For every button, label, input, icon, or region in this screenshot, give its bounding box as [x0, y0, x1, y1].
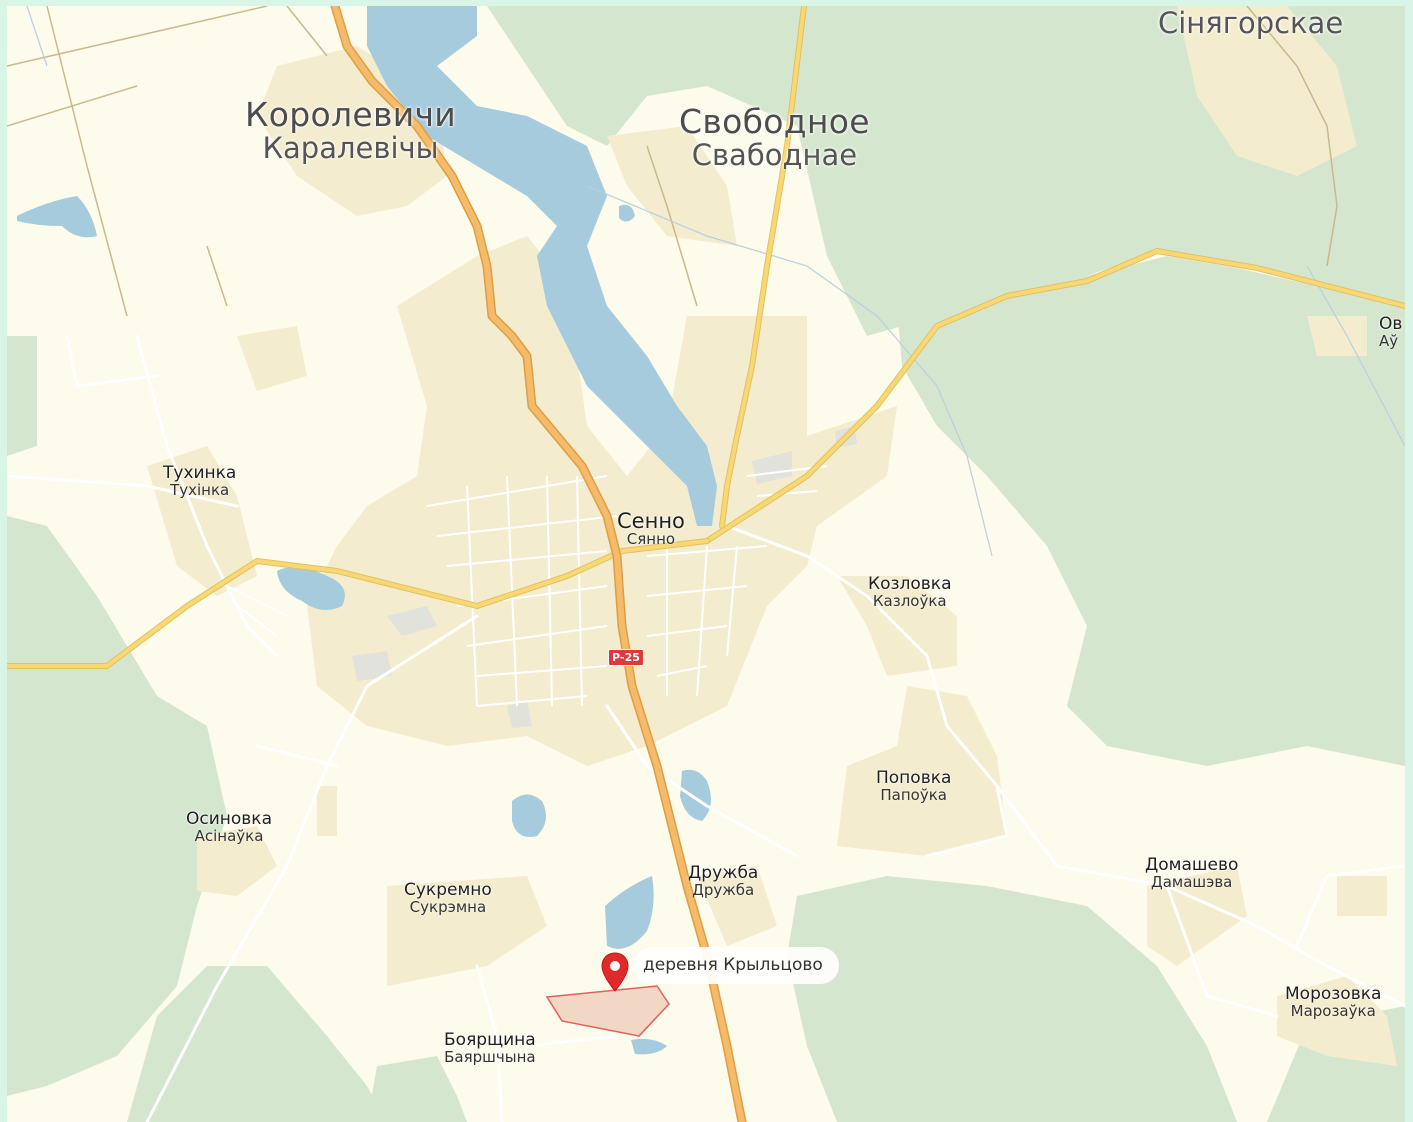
- minor-road-7: [525, 1034, 619, 1048]
- label-kozlovka: Козловка Казлоўка: [868, 574, 952, 610]
- forest-east: [897, 256, 1405, 766]
- domashevo-area: [1147, 866, 1247, 966]
- industrial-1: [387, 606, 437, 636]
- town-streets: [226, 465, 828, 707]
- minor-road-12: [1165, 884, 1279, 1018]
- field-patch-1: [237, 326, 307, 391]
- pond-south-1: [512, 794, 546, 837]
- field-patch-3: [1337, 876, 1387, 916]
- map-pin-icon[interactable]: [600, 952, 630, 992]
- pond-south-4: [631, 1038, 667, 1055]
- minor-road-10: [925, 784, 1009, 858]
- forest-south-center: [367, 1056, 467, 1122]
- label-popovka: Поповка Папоўка: [876, 768, 952, 804]
- blue-lines: [26, 6, 1405, 557]
- label-domashevo: Домашево Дамашэва: [1145, 855, 1239, 891]
- sukremno-area: [387, 876, 547, 986]
- label-svobodnoe: Свободное Свабоднае: [679, 102, 870, 172]
- minor-road-6: [475, 964, 504, 1122]
- tracks: [7, 6, 1338, 317]
- label-morozovka: Морозовка Марозаўка: [1285, 984, 1382, 1020]
- water-bodies: [17, 6, 717, 1055]
- road-shield-p25: Р-25: [608, 649, 644, 666]
- regional-roads: [7, 6, 1405, 669]
- label-sinyagorskae: Сінягорскае: [1158, 6, 1344, 40]
- label-boyarshchina: Боярщина Баяршчына: [444, 1030, 536, 1066]
- map-view[interactable]: Королевичи Каралевічы Свободное Свабодна…: [7, 6, 1405, 1122]
- industrial-areas: [352, 426, 857, 728]
- sinyagorskae-area: [1177, 6, 1357, 176]
- minor-road-2: [145, 614, 479, 1122]
- forest-west: [7, 516, 227, 1096]
- label-druzhba: Дружба Дружба: [688, 863, 759, 899]
- minor-road-4: [605, 704, 799, 858]
- minor-road-9: [65, 334, 159, 388]
- ov-area: [1307, 316, 1367, 356]
- pond-south-3: [605, 876, 654, 949]
- lake-tukhinka: [277, 567, 345, 610]
- industrial-4: [752, 451, 792, 484]
- minor-roads: [7, 334, 1405, 1122]
- label-tukhinka: Тухинка Тухінка: [163, 463, 237, 499]
- federal-road-p25: [330, 6, 747, 1122]
- label-osinovka: Осиновка Асінаўка: [186, 809, 272, 845]
- druzhba-area: [697, 866, 777, 946]
- svobodnoe-area: [607, 126, 737, 246]
- forest-south-east: [787, 876, 1237, 1122]
- map-canvas: [7, 6, 1405, 1122]
- industrial-3: [507, 701, 532, 728]
- label-sukremno: Сукремно Сукрэмна: [404, 880, 492, 916]
- morozovka-area: [1277, 976, 1397, 1066]
- pond-north-west: [17, 196, 97, 238]
- forest-south-west: [127, 966, 387, 1122]
- lake-senno: [367, 6, 717, 526]
- label-ov: Ов Аў: [1379, 314, 1403, 350]
- osinovka-area: [197, 826, 277, 896]
- label-korolevichi: Королевичи Каралевічы: [245, 95, 456, 165]
- popovka-area: [837, 686, 1007, 856]
- label-senno: Сенно Сянно: [617, 509, 685, 549]
- industrial-2: [352, 651, 392, 681]
- marker-label[interactable]: деревня Крыльцово: [633, 947, 839, 984]
- krylcovo-highlight-area: [545, 985, 670, 1037]
- tukhinka-area: [147, 446, 257, 596]
- minor-road-1: [7, 474, 239, 508]
- minor-road-8: [1295, 864, 1405, 948]
- pond-north-2: [619, 204, 635, 222]
- forest-north-west-strip: [7, 336, 37, 456]
- minor-road-5: [255, 744, 339, 768]
- field-patch-2: [317, 786, 337, 836]
- pond-south-2: [680, 769, 711, 821]
